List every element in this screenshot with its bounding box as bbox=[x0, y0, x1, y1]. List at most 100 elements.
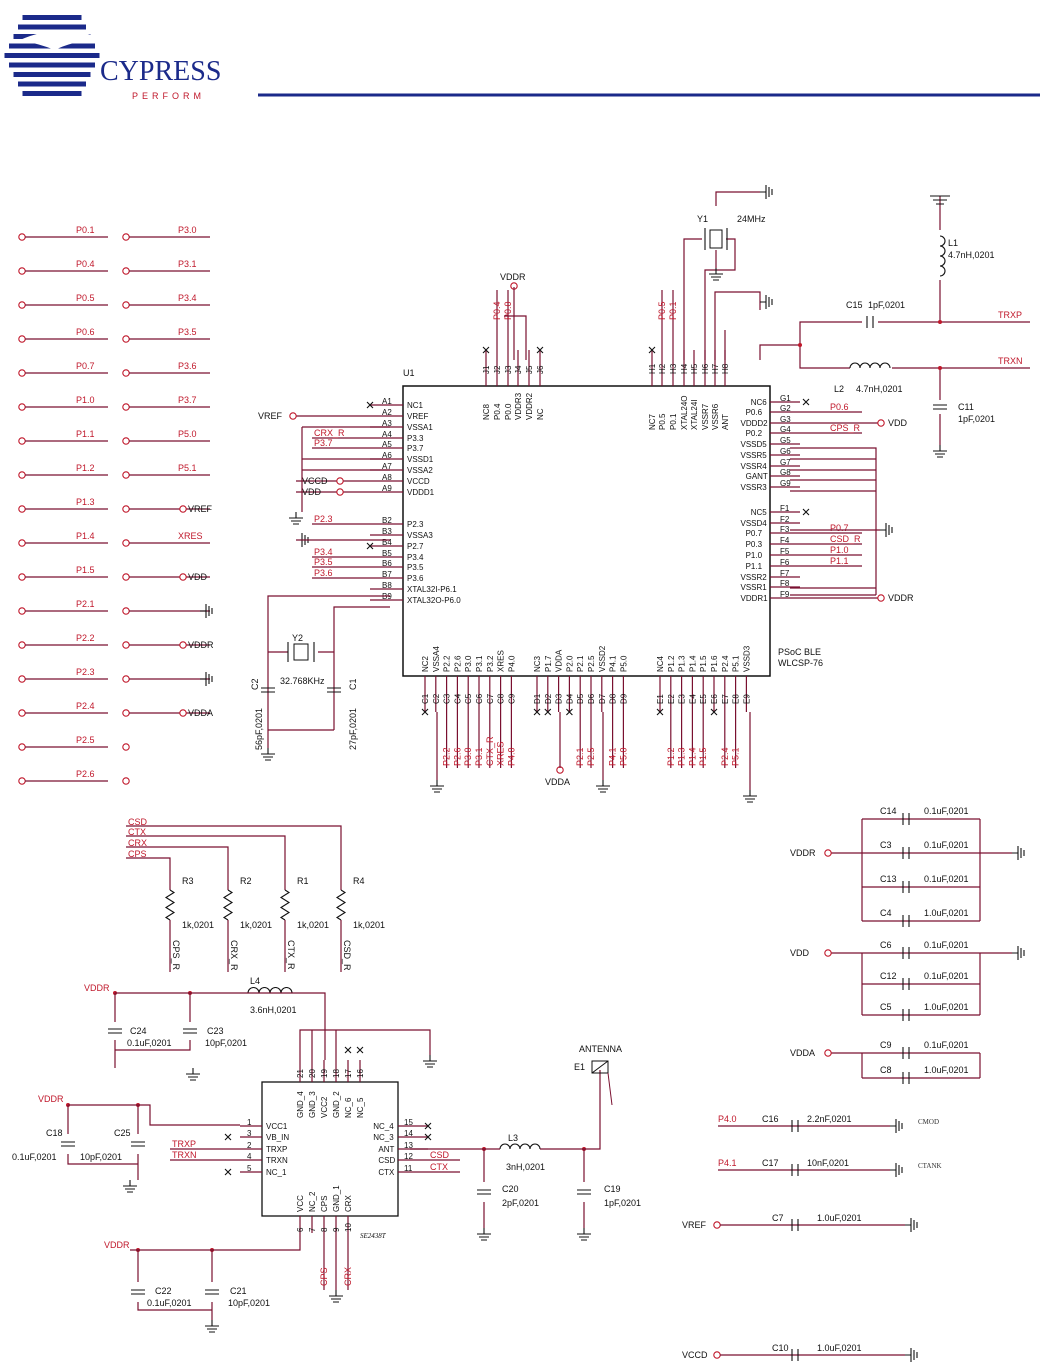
decoupling-net-label: VDDA bbox=[790, 1048, 815, 1058]
antenna-symbol bbox=[591, 1060, 609, 1074]
left-column-net: P2.2 bbox=[76, 633, 95, 643]
misc-cap-tag: CTANK bbox=[918, 1162, 942, 1170]
u1-vddr-label: VDDR bbox=[500, 272, 526, 282]
no-connect-mark bbox=[710, 708, 718, 716]
u1-left-pin-number: A1 bbox=[382, 397, 392, 406]
terminal-circle bbox=[122, 471, 130, 479]
u1-bottom-pin-name: VSSD2 bbox=[598, 645, 607, 672]
no-connect-mark bbox=[424, 1133, 432, 1141]
u1-bottom-pin-number: D8 bbox=[609, 693, 618, 704]
u1-bottom-pin-number: D1 bbox=[533, 693, 542, 704]
decoupling-value: 0.1uF,0201 bbox=[924, 840, 969, 850]
u1-top-pin-number: J3 bbox=[504, 365, 513, 374]
pa-left-pin-name: NC_1 bbox=[266, 1168, 287, 1177]
capacitor-symbol bbox=[261, 687, 275, 693]
logo-stripe bbox=[18, 81, 86, 87]
logo-stripe bbox=[13, 72, 91, 77]
logo-stripe bbox=[9, 62, 95, 68]
l4-value: 3.6nH,0201 bbox=[250, 1005, 297, 1015]
no-connect-mark bbox=[656, 708, 664, 716]
left-column-net: P1.2 bbox=[76, 463, 95, 473]
junction-dot bbox=[798, 343, 802, 347]
u1-net-terminal: VDD bbox=[302, 487, 322, 497]
u1-bottom-net: XRES bbox=[496, 741, 506, 766]
u1-right-pin-name: VDDD2 bbox=[741, 419, 769, 428]
no-connect-mark bbox=[356, 1046, 364, 1054]
right-column-net: P5.0 bbox=[178, 429, 197, 439]
resistor-bus-net: CTX bbox=[128, 827, 146, 837]
pa-bottom-pin-name: CPS bbox=[320, 1196, 329, 1212]
terminal-circle bbox=[18, 369, 26, 377]
u1-bottom-pin-name: P3.0 bbox=[464, 655, 473, 672]
u1-top-pin-name: P0.5 bbox=[658, 413, 667, 430]
u1-right-pin-number: F2 bbox=[780, 515, 790, 524]
misc-cap-net: P4.0 bbox=[718, 1114, 737, 1124]
se2438t-part: SE2438T bbox=[360, 1232, 387, 1240]
u1-bottom-net: P2.5 bbox=[586, 747, 596, 766]
pa-bottom-pin-number: 7 bbox=[308, 1227, 317, 1232]
c24-value: 0.1uF,0201 bbox=[127, 1038, 172, 1048]
decoupling-value: 1.0uF,0201 bbox=[924, 1065, 969, 1075]
capacitor-symbol bbox=[791, 1164, 799, 1176]
decoupling-value: 0.1uF,0201 bbox=[924, 971, 969, 981]
pa-top-pin-name: NC_5 bbox=[356, 1097, 365, 1118]
u1-net-terminal: VDD bbox=[888, 418, 908, 428]
misc-cap-net: P4.1 bbox=[718, 1158, 737, 1168]
no-connect-mark bbox=[536, 346, 544, 354]
inductor-symbol bbox=[939, 235, 946, 277]
u1-right-pin-name: P0.7 bbox=[746, 529, 763, 538]
u1-bottom-pin-name: P1.3 bbox=[678, 655, 687, 672]
terminal-circle bbox=[824, 849, 832, 857]
u1-left-pin-number: A6 bbox=[382, 451, 392, 460]
u1-top-pin-name: XTAL24O bbox=[680, 395, 689, 430]
right-column-net: P5.1 bbox=[178, 463, 197, 473]
u1-bottom-pin-number: D9 bbox=[619, 693, 628, 704]
capacitor-symbol bbox=[108, 1028, 122, 1034]
pa-right-pin-name: CTX bbox=[378, 1168, 395, 1177]
terminal-circle bbox=[18, 471, 26, 479]
c25-ref: C25 bbox=[114, 1128, 131, 1138]
u1-top-pin-number: H5 bbox=[690, 363, 699, 374]
u1-top-pins: J1NC8J2P0.4P0.4J3P0.0P0.0J4VDDR3J5VDDR2J… bbox=[482, 282, 730, 430]
resistor-value: 1k,0201 bbox=[297, 920, 329, 930]
c2-value: 56pF,0201 bbox=[254, 708, 264, 750]
u1-left-pin-number: A2 bbox=[382, 408, 392, 417]
u1-right-pin-number: G5 bbox=[780, 436, 791, 445]
u1-left-net: P3.6 bbox=[314, 568, 333, 578]
c21-ref: C21 bbox=[230, 1286, 247, 1296]
u1-wiring bbox=[267, 191, 1030, 790]
terminal-circle bbox=[122, 233, 130, 241]
decoupling-ref: C3 bbox=[880, 840, 892, 850]
c2-ref: C2 bbox=[250, 678, 260, 690]
u1-bottom-pin-name: P2.5 bbox=[587, 655, 596, 672]
y1-crystal-plates bbox=[704, 228, 728, 250]
terminal-circle bbox=[18, 675, 26, 683]
no-connect-mark bbox=[544, 708, 552, 716]
c23-value: 10pF,0201 bbox=[205, 1038, 247, 1048]
capacitor-symbol bbox=[902, 813, 910, 825]
capacitor-symbol bbox=[61, 1141, 75, 1147]
capacitor-symbol bbox=[902, 881, 910, 893]
y2-value: 32.768KHz bbox=[280, 676, 325, 686]
schematic-symbols bbox=[261, 185, 950, 761]
ground-symbol bbox=[477, 1228, 491, 1241]
ground-symbol bbox=[430, 780, 444, 793]
misc-cap-ref: C17 bbox=[762, 1158, 779, 1168]
terminal-circle bbox=[824, 1049, 832, 1057]
pa-right-pin-number: 15 bbox=[404, 1118, 413, 1127]
cypress-logo: CYPRESS PERFORM bbox=[4, 15, 221, 101]
terminal-circle bbox=[18, 777, 26, 785]
no-connect-mark bbox=[533, 708, 541, 716]
misc-cap-value: 1.0uF,0201 bbox=[817, 1343, 862, 1353]
right-column-terminal: VDD bbox=[188, 572, 208, 582]
u1-bottom-pin-name: VSSA4 bbox=[432, 646, 441, 672]
terminal-circle bbox=[122, 743, 130, 751]
u1-left-net: P3.5 bbox=[314, 557, 333, 567]
logo-stripe bbox=[22, 15, 82, 20]
decoupling-ref: C9 bbox=[880, 1040, 892, 1050]
pa-top-pin-name: GND_2 bbox=[332, 1091, 341, 1118]
ground-symbol bbox=[743, 790, 757, 803]
u1-top-pin-number: J6 bbox=[536, 365, 545, 374]
u1-top-pin-name: P0.0 bbox=[504, 403, 513, 420]
